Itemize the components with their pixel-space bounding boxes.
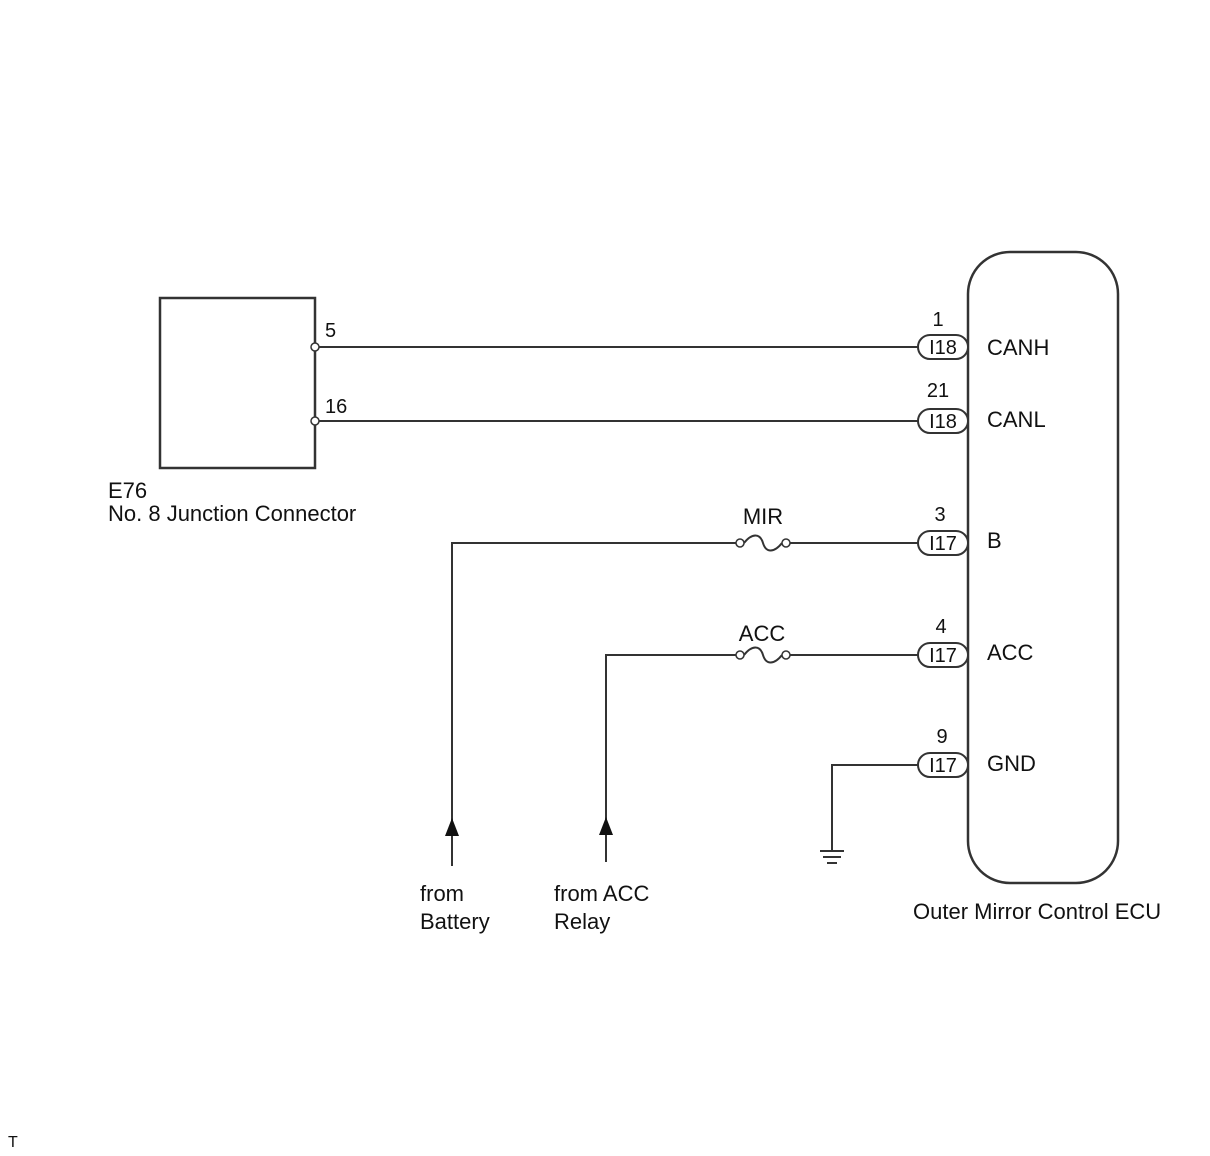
ecu-signal-b: B — [987, 528, 1002, 553]
ecu-connector-label-canh: I18 — [929, 337, 957, 359]
mir-fuse-icon — [743, 534, 783, 552]
acc-fuse-terminal-right — [781, 650, 791, 660]
acc-fuse-icon — [743, 646, 783, 664]
ecu-box — [966, 250, 1120, 885]
junction-connector-box — [158, 296, 317, 470]
ecu-pin-number-canl: 21 — [927, 380, 949, 402]
ecu-connector-box-b — [917, 530, 969, 556]
acc-fuse-terminal-left — [735, 650, 745, 660]
ecu-signal-canl: CANL — [987, 407, 1046, 432]
ecu-pin-number-acc: 4 — [935, 616, 946, 638]
ecu-signal-acc: ACC — [987, 640, 1034, 665]
ecu-connector-box-canl — [917, 408, 969, 434]
mir-fuse-terminal-right — [781, 538, 791, 548]
footer-mark: T — [8, 1134, 18, 1151]
acc-fuse-label: ACC — [739, 621, 786, 646]
battery-source-line1: from — [420, 881, 464, 906]
acc-relay-arrow-icon — [599, 817, 613, 835]
battery-source-line2: Battery — [420, 909, 490, 934]
junction-pin-canh: 5 — [325, 320, 336, 342]
ecu-connector-box-canh — [917, 334, 969, 360]
ecu-name: Outer Mirror Control ECU — [913, 899, 1161, 924]
ecu-signal-canh: CANH — [987, 335, 1049, 360]
acc-relay-wire — [605, 654, 740, 862]
ground-icon — [820, 850, 844, 864]
mir-fuse-terminal-left — [735, 538, 745, 548]
junction-pin-canl: 16 — [325, 396, 347, 418]
junction-terminal-canl — [310, 416, 320, 426]
ecu-connector-box-gnd — [917, 752, 969, 778]
battery-arrow-icon — [445, 818, 459, 836]
acc-source-line1: from ACC — [554, 881, 649, 906]
ecu-connector-label-b: I17 — [929, 533, 957, 555]
ecu-connector-box-acc — [917, 642, 969, 668]
junction-connector-code: E76 — [108, 478, 147, 503]
mir-fuse-label: MIR — [743, 504, 783, 529]
junction-terminal-canh — [310, 342, 320, 352]
gnd-wire — [831, 764, 918, 850]
ecu-pin-number-canh: 1 — [932, 309, 943, 331]
acc-source-line2: Relay — [554, 909, 610, 934]
battery-wire — [451, 542, 740, 866]
ecu-pin-number-b: 3 — [934, 504, 945, 526]
ecu-connector-label-gnd: I17 — [929, 755, 957, 777]
ecu-connector-label-canl: I18 — [929, 411, 957, 433]
ecu-connector-label-acc: I17 — [929, 645, 957, 667]
ecu-pin-number-gnd: 9 — [936, 726, 947, 748]
junction-connector-name: No. 8 Junction Connector — [108, 501, 356, 526]
ecu-signal-gnd: GND — [987, 751, 1036, 776]
